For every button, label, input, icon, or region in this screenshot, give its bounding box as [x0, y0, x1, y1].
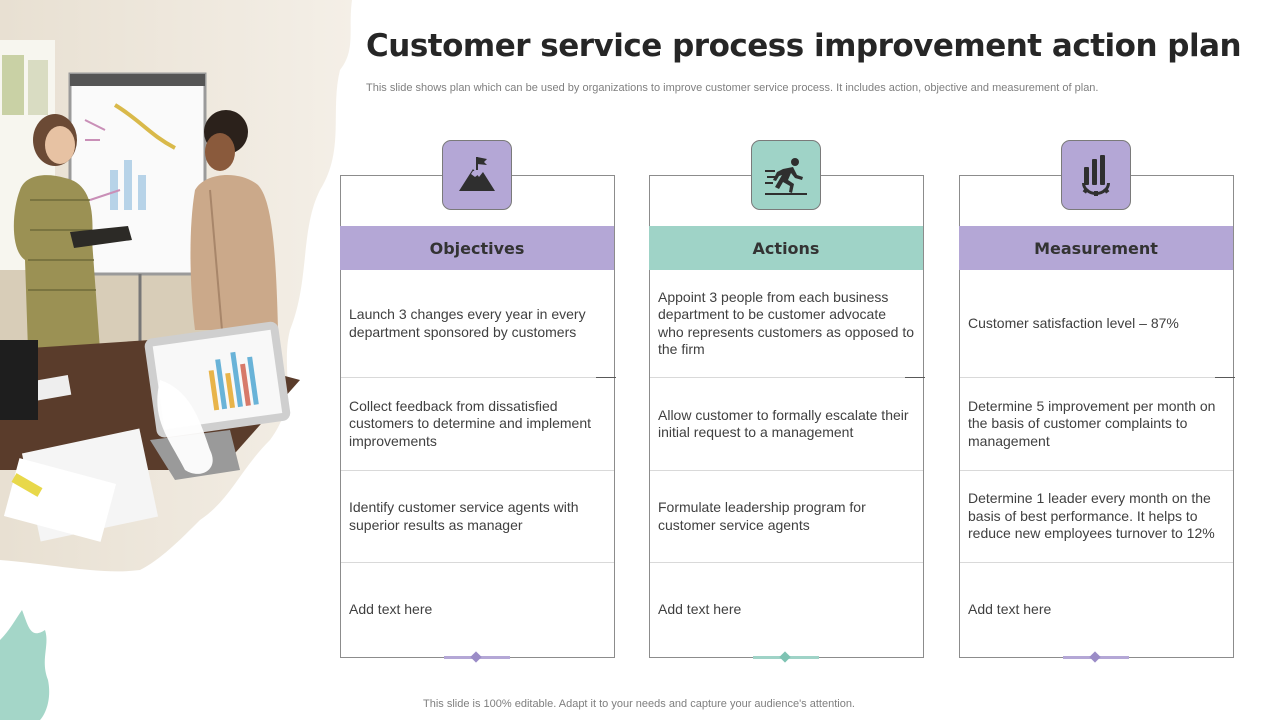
action-item: Allow customer to formally escalate thei…: [650, 378, 923, 470]
measurement-item: Determine 5 improvement per month on the…: [960, 378, 1233, 470]
teal-paint-splash: [0, 610, 50, 720]
divider: [650, 377, 923, 378]
actions-column: Actions Appoint 3 people from each busin…: [649, 140, 939, 670]
objective-item: Collect feedback from dissatisfied custo…: [341, 378, 614, 470]
slide-footer: This slide is 100% editable. Adapt it to…: [0, 698, 1280, 710]
actions-header: Actions: [649, 226, 923, 270]
divider: [341, 470, 614, 471]
divider: [650, 470, 923, 471]
frame-tick: [905, 377, 925, 378]
mountain-flag-icon: [442, 140, 512, 210]
divider: [341, 562, 614, 563]
objective-item: Add text here: [341, 563, 614, 657]
divider: [650, 562, 923, 563]
running-person-icon: [751, 140, 821, 210]
measurement-column: Measurement Customer satisfaction level …: [959, 140, 1249, 670]
footer-text: This slide is 100% editable. Adapt it to…: [423, 698, 855, 710]
office-meeting-photo: [0, 0, 352, 572]
measurement-item: Determine 1 leader every month on the ba…: [960, 471, 1233, 562]
objectives-header: Objectives: [340, 226, 614, 270]
objective-item: Identify customer service agents with su…: [341, 471, 614, 562]
divider: [960, 470, 1233, 471]
action-item: Add text here: [650, 563, 923, 657]
divider: [960, 562, 1233, 563]
objectives-column: Objectives Launch 3 changes every year i…: [340, 140, 630, 670]
action-item: Appoint 3 people from each business depa…: [650, 270, 923, 377]
measurement-item: Add text here: [960, 563, 1233, 657]
divider: [960, 377, 1233, 378]
slide-subtitle: This slide shows plan which can be used …: [366, 82, 1099, 94]
bar-chart-gear-icon: [1061, 140, 1131, 210]
measurement-header: Measurement: [959, 226, 1233, 270]
action-item: Formulate leadership program for custome…: [650, 471, 923, 562]
frame-tick: [1215, 377, 1235, 378]
slide-title: Customer service process improvement act…: [366, 28, 1242, 64]
measurement-item: Customer satisfaction level – 87%: [960, 270, 1233, 377]
frame-tick: [596, 377, 616, 378]
objective-item: Launch 3 changes every year in every dep…: [341, 270, 614, 377]
divider: [341, 377, 614, 378]
